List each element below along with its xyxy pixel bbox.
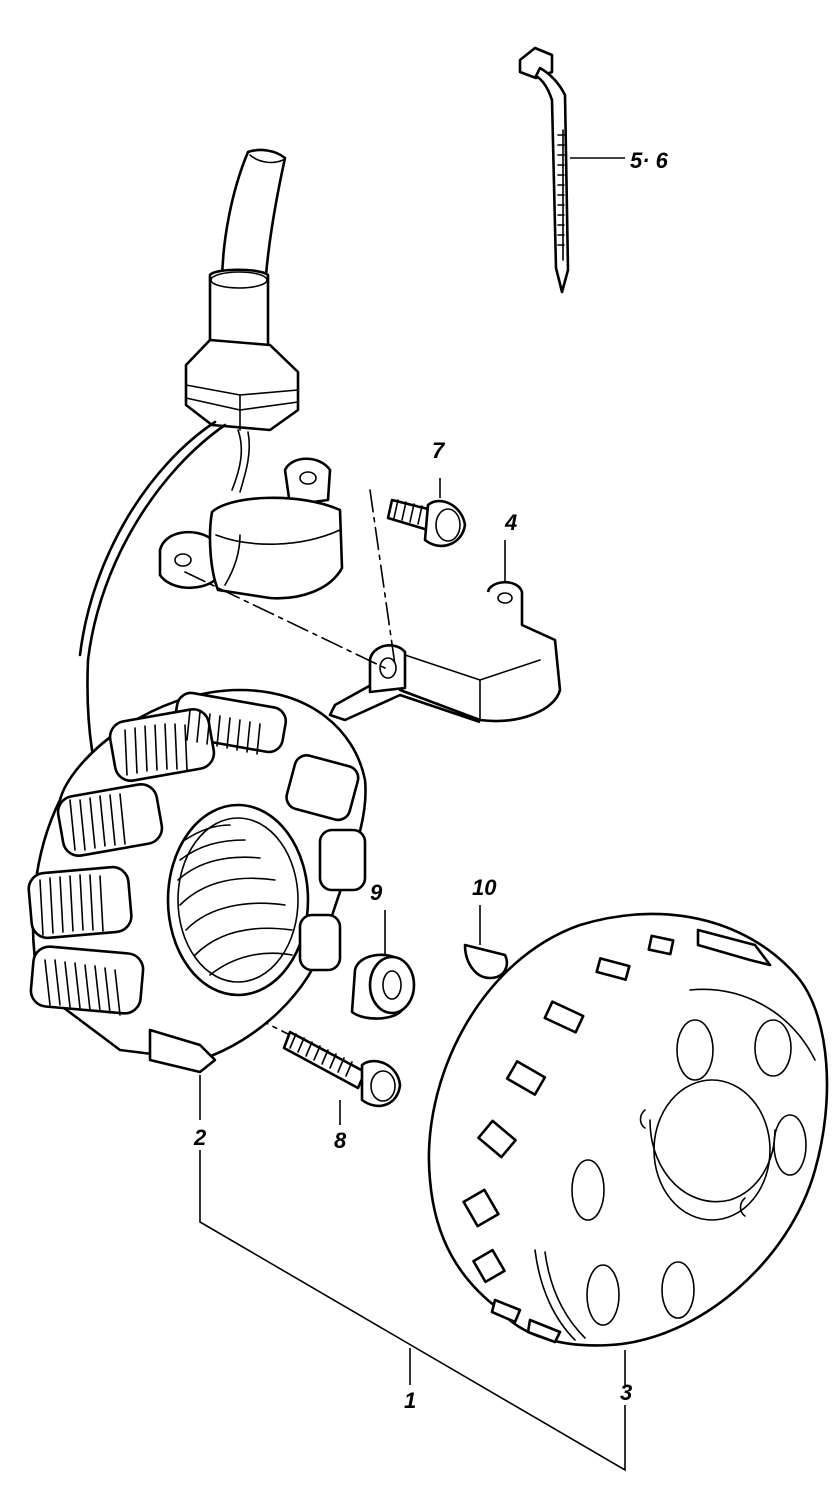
callout-9: 9 [370,880,383,905]
bracket-4 [328,580,562,724]
stator-2 [27,688,367,1074]
callouts: 5· 6 7 4 9 10 2 8 1 3 [193,148,669,1413]
callout-7: 7 [432,438,446,463]
callout-5-6: 5· 6 [630,148,669,173]
nut-9 [350,953,416,1020]
callout-4: 4 [504,510,517,535]
callout-3: 3 [620,1380,632,1405]
pickup-coil [158,457,344,600]
callout-8: 8 [334,1128,347,1153]
flywheel-rotor-3 [427,912,829,1347]
callout-2: 2 [193,1125,207,1150]
screw-7 [386,498,467,548]
key-10 [463,943,509,980]
leader-lines [199,157,626,1472]
callout-1: 1 [404,1388,416,1413]
wire-harness [78,148,300,812]
bolt-8 [282,1030,402,1108]
cable-tie [518,46,570,294]
callout-10: 10 [472,875,497,900]
